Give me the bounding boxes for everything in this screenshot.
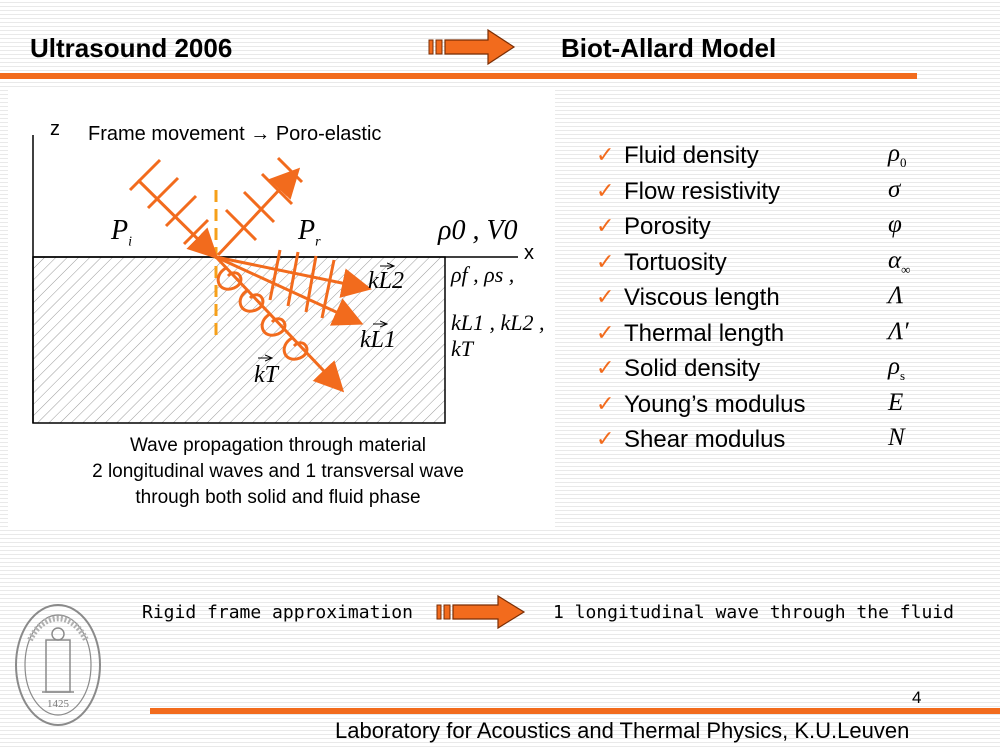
list-item: ✓ Fluid density ρ0 (596, 140, 907, 170)
x-axis-label: x (524, 242, 534, 264)
caption-line-2: 2 longitudinal waves and 1 transversal w… (92, 461, 464, 482)
checkmark-icon: ✓ (596, 284, 615, 309)
university-seal-icon: 1425 (15, 604, 101, 726)
k-l1-label: kL1 (360, 327, 396, 353)
list-item: ✓ Flow resistivity σ (596, 175, 901, 205)
checkmark-icon: ✓ (596, 319, 615, 345)
caption-line-3: through both solid and fluid phase (135, 487, 421, 508)
rigid-arrow-icon (436, 594, 526, 630)
reflected-wave (216, 156, 304, 257)
list-item: ✓ Thermal length Λ′ (596, 317, 909, 347)
list-item: ✓ Young’s modulus E (596, 388, 904, 418)
wave-diagram (32, 135, 518, 424)
checkmark-icon: ✓ (596, 248, 615, 274)
transmitted-transversal-wave (214, 255, 345, 393)
caption-line-1: Wave propagation through material (129, 435, 427, 456)
list-item: ✓ Solid density ρs (596, 353, 906, 383)
footer-rule (150, 708, 1000, 714)
checkmark-icon: ✓ (596, 426, 615, 451)
diagram-panel: z x Frame movement → Poro-elastic Pi Pr … (8, 90, 555, 530)
parameter-list: ✓ Fluid density ρ0 ✓ Flow resistivity σ … (596, 140, 936, 460)
page-number: 4 (912, 688, 922, 707)
k-t-label: kT (254, 362, 278, 388)
incident-wave (128, 158, 219, 260)
rho0-v0-label: ρ0 , V0 (438, 215, 518, 246)
z-axis-label: z (50, 118, 60, 140)
checkmark-icon: ✓ (596, 142, 615, 167)
k-l2-label: kL2 (368, 268, 404, 294)
list-item: ✓ Viscous length Λ (596, 282, 904, 311)
header-arrow-icon (428, 28, 516, 66)
seal-year: 1425 (47, 698, 70, 710)
header-right-title: Biot-Allard Model (561, 33, 777, 63)
frame-note: Frame movement → Poro-elastic (88, 123, 382, 145)
checkmark-icon: ✓ (596, 390, 615, 416)
params-line-1: ρf , ρs , (451, 262, 515, 287)
checkmark-icon: ✓ (596, 177, 615, 203)
params-line-2: kL1 , kL2 , kT (451, 310, 545, 361)
header-rule (0, 73, 917, 79)
list-item: ✓ Shear modulus N (596, 424, 905, 453)
p-incident-label: Pi (111, 215, 132, 250)
rigid-frame-label: Rigid frame approximation (142, 602, 413, 623)
checkmark-icon: ✓ (596, 213, 615, 238)
rigid-frame-result: 1 longitudinal wave through the fluid (553, 602, 954, 623)
lab-name: Laboratory for Acoustics and Thermal Phy… (335, 718, 910, 743)
transmitted-longitudinal-waves (215, 249, 372, 326)
p-reflected-label: Pr (298, 215, 321, 250)
checkmark-icon: ✓ (596, 355, 615, 380)
header-left-title: Ultrasound 2006 (30, 33, 233, 63)
list-item: ✓ Porosity φ (596, 211, 902, 240)
list-item: ✓ Tortuosity α∞ (596, 246, 911, 277)
